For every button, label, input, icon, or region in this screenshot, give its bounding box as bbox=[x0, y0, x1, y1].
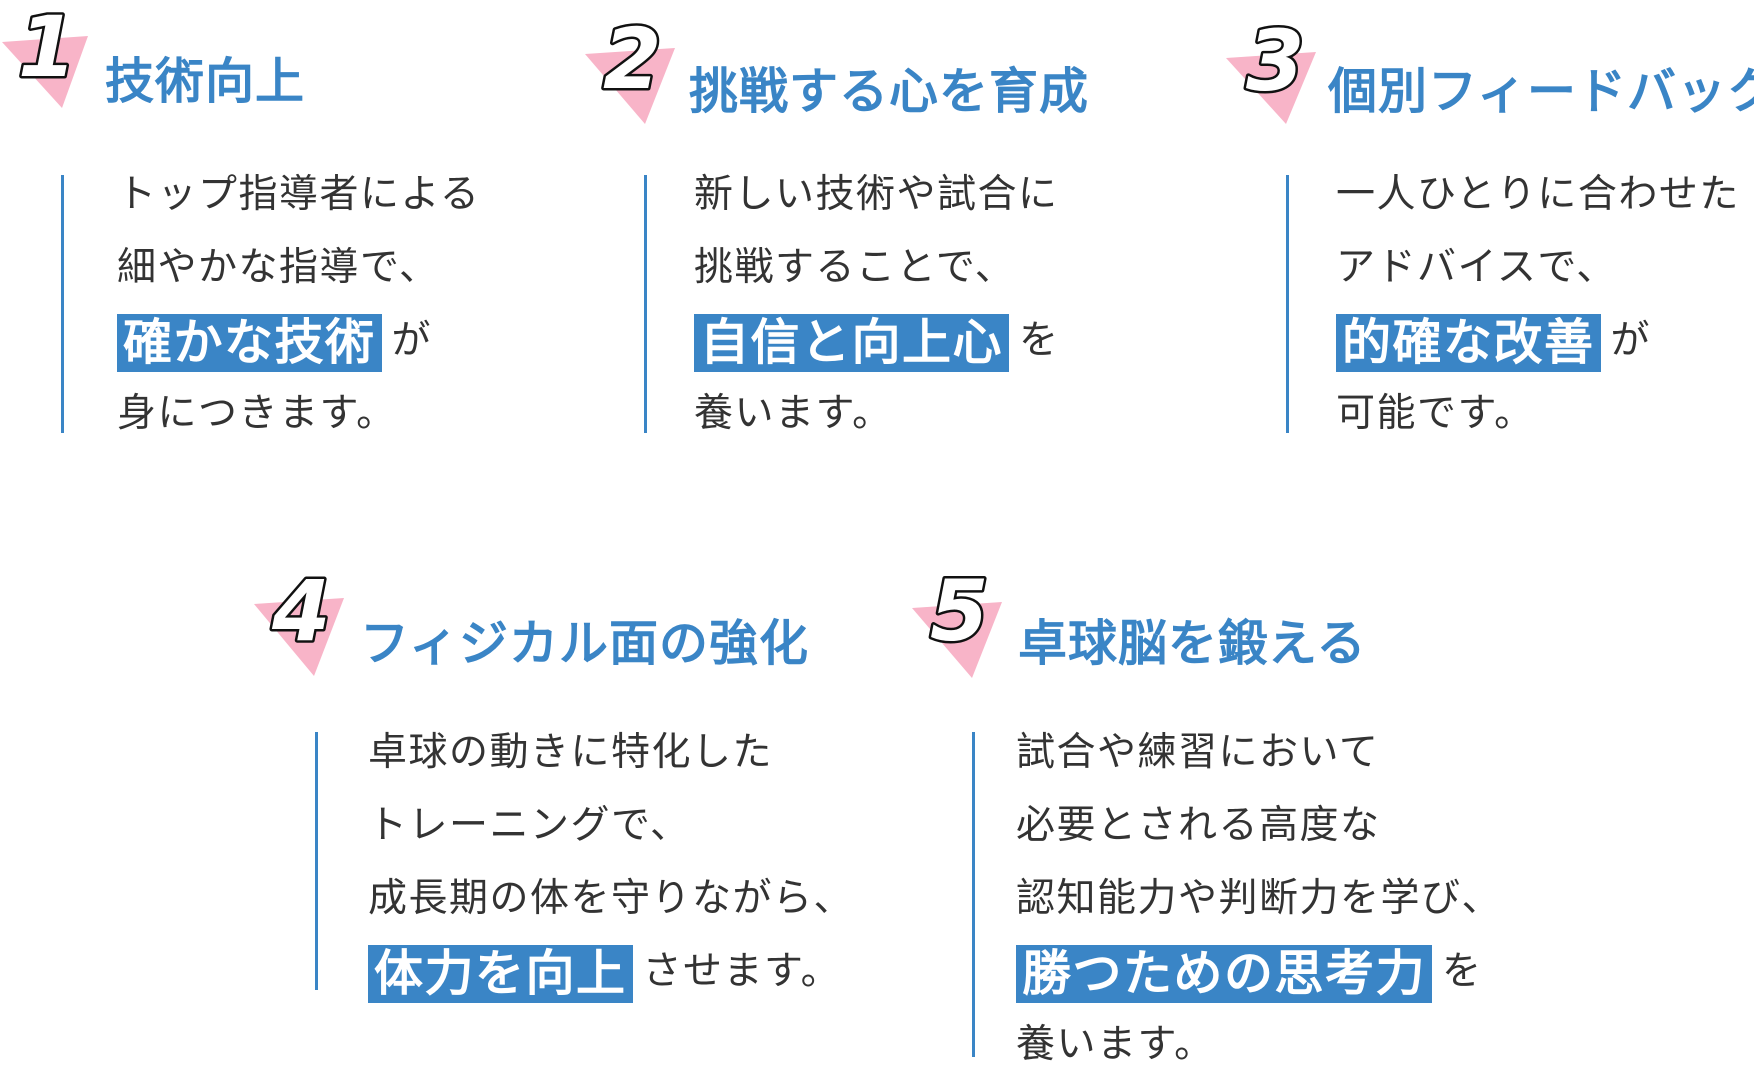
item-body: 新しい技術や試合に 挑戦することで、 自信と向上心を 養います。 bbox=[694, 158, 1060, 450]
body-line: トレーニングで、 bbox=[368, 803, 691, 848]
item-title: 卓球脳を鍛える bbox=[1018, 615, 1367, 672]
highlight-suffix: を bbox=[1442, 949, 1483, 994]
item-body: トップ指導者による 細やかな指導で、 確かな技術が 身につきます。 bbox=[117, 158, 480, 450]
pink-triangle-icon bbox=[254, 598, 344, 676]
item-divider-line bbox=[1286, 175, 1289, 433]
item-number: 3 bbox=[1246, 12, 1304, 110]
pink-triangle-icon bbox=[912, 602, 1002, 678]
highlight-phrase: 体力を向上 bbox=[368, 944, 633, 1003]
item-title: フィジカル面の強化 bbox=[360, 615, 810, 672]
item-number: 5 bbox=[930, 562, 988, 660]
item-divider-line bbox=[644, 175, 647, 433]
item-body: 一人ひとりに合わせた アドバイスで、 的確な改善が 可能です。 bbox=[1336, 158, 1740, 450]
body-line: 可能です。 bbox=[1336, 391, 1535, 436]
body-line: トップ指導者による bbox=[117, 172, 481, 217]
highlight-phrase: 勝つための思考力 bbox=[1016, 944, 1433, 1003]
body-line: 成長期の体を守りながら、 bbox=[368, 876, 855, 921]
body-line: 必要とされる高度な bbox=[1016, 803, 1381, 848]
body-line: 挑戦することで、 bbox=[694, 245, 1016, 290]
body-line: 認知能力や判断力を学び、 bbox=[1016, 876, 1503, 921]
body-line: 身につきます。 bbox=[117, 391, 397, 436]
body-line: 新しい技術や試合に bbox=[694, 172, 1059, 217]
item-number: 1 bbox=[18, 0, 76, 96]
number-marker-1: 1 bbox=[0, 0, 120, 130]
item-title: 挑戦する心を育成 bbox=[689, 63, 1090, 120]
body-line: 細やかな指導で、 bbox=[117, 245, 440, 290]
body-line: 養います。 bbox=[694, 391, 893, 436]
highlight-suffix: が bbox=[391, 318, 433, 363]
pink-triangle-icon bbox=[2, 36, 88, 108]
item-body: 試合や練習において 必要とされる高度な 認知能力や判断力を学び、 勝つための思考… bbox=[1016, 716, 1502, 1081]
item-number: 2 bbox=[603, 10, 661, 108]
body-line: 試合や練習において bbox=[1016, 730, 1380, 775]
highlight-suffix: が bbox=[1610, 318, 1652, 363]
number-marker-4: 4 bbox=[252, 552, 372, 682]
body-line: 卓球の動きに特化した bbox=[368, 730, 774, 775]
item-number: 4 bbox=[271, 562, 330, 660]
highlight-phrase: 確かな技術 bbox=[117, 313, 382, 372]
pink-triangle-icon bbox=[1226, 52, 1316, 124]
item-title: 個別フィードバック bbox=[1328, 63, 1754, 120]
body-line: 一人ひとりに合わせた bbox=[1336, 172, 1740, 217]
item-title: 技術向上 bbox=[105, 53, 306, 110]
highlight-suffix: させます。 bbox=[642, 949, 842, 994]
number-marker-2: 2 bbox=[583, 0, 703, 130]
body-line: アドバイスで、 bbox=[1336, 245, 1617, 290]
body-line: 養います。 bbox=[1016, 1022, 1215, 1067]
highlight-phrase: 的確な改善 bbox=[1336, 313, 1601, 372]
item-divider-line bbox=[972, 732, 975, 1057]
number-marker-5: 5 bbox=[910, 552, 1030, 682]
highlight-phrase: 自信と向上心 bbox=[694, 313, 1010, 372]
pink-triangle-icon bbox=[585, 48, 675, 124]
item-body: 卓球の動きに特化した トレーニングで、 成長期の体を守りながら、 体力を向上させ… bbox=[368, 716, 854, 1008]
number-marker-3: 3 bbox=[1224, 0, 1344, 130]
item-divider-line bbox=[315, 732, 318, 990]
highlight-suffix: を bbox=[1019, 318, 1060, 363]
item-divider-line bbox=[61, 175, 64, 433]
